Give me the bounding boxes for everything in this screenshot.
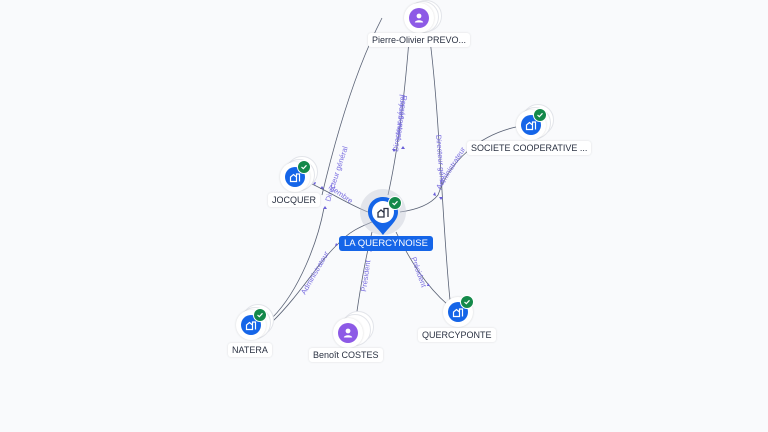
person-icon <box>409 8 429 28</box>
edge-societe-center <box>399 126 517 213</box>
edge-natera-jocquer <box>271 207 325 319</box>
node-label: SOCIETE COOPERATIVE ... <box>467 141 592 155</box>
edge-natera-center <box>271 221 373 323</box>
verified-check-icon <box>297 160 311 174</box>
edge-pierre-quercyponte <box>429 39 451 301</box>
edge-label-benoit-center: Président <box>359 259 372 293</box>
node-label: QUERCYPONTE <box>418 328 496 342</box>
verified-check-icon <box>253 308 267 322</box>
node-label: Benoît COSTES <box>309 348 383 362</box>
edge-label-natera-center: Administrateur <box>299 249 331 296</box>
arrow <box>323 206 327 209</box>
arrow <box>427 283 430 286</box>
verified-check-icon <box>533 108 547 122</box>
node-label: JOCQUER <box>268 193 321 207</box>
edge-jocquer-center <box>311 183 369 213</box>
verified-check-icon <box>460 295 474 309</box>
arrow <box>335 243 338 246</box>
edge-label-center-quercyponte: Président <box>409 256 429 290</box>
edge-pierre-center-dg <box>387 39 410 196</box>
node-label: Pierre-Olivier PREVO... <box>368 33 471 47</box>
person-icon <box>338 323 358 343</box>
arrow <box>439 197 443 200</box>
node-label: NATERA <box>228 343 272 357</box>
arrow <box>401 146 405 149</box>
building-icon <box>377 207 389 218</box>
verified-check-icon <box>388 196 402 210</box>
center-label: LA QUERCYNOISE <box>339 236 433 251</box>
arrow <box>433 192 436 196</box>
arrow <box>392 149 396 152</box>
